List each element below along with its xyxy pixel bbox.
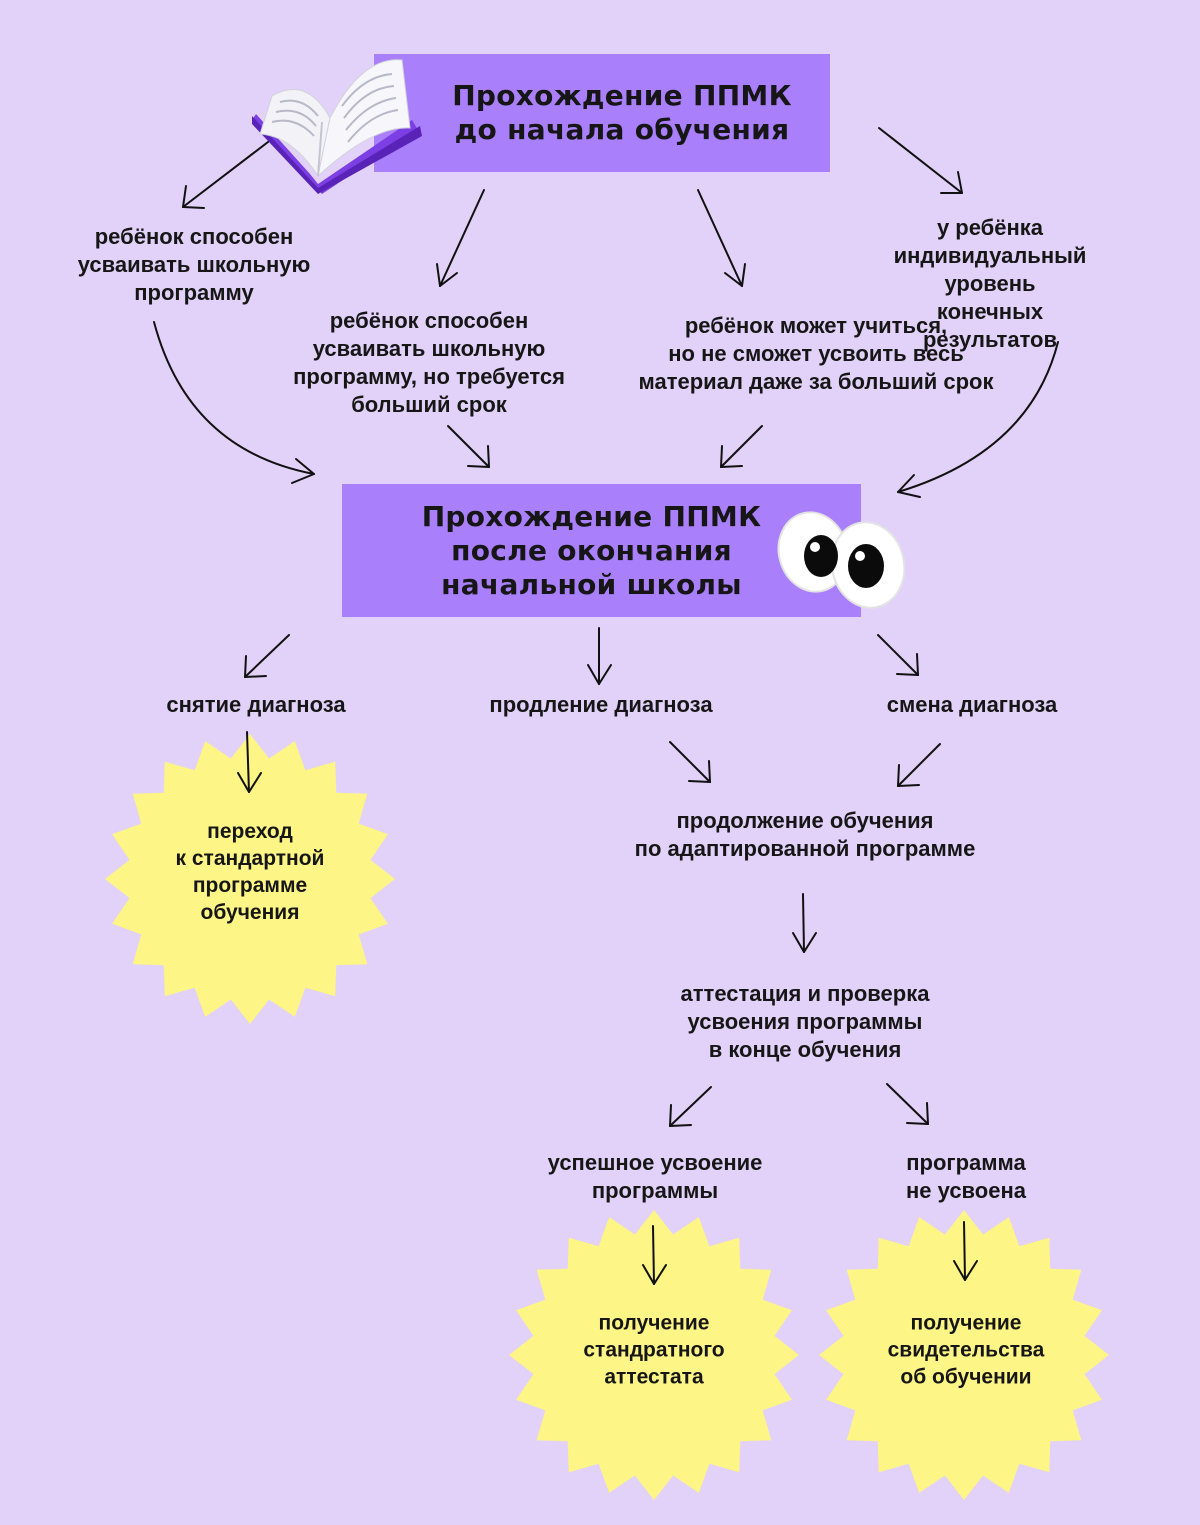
continue-adapted-program: продолжение обучения по адаптированной п…	[634, 808, 976, 861]
arrow-change-to-continue	[897, 743, 941, 787]
arrow-remove-to-transition	[237, 731, 262, 793]
arrow-mid-left-to-middle	[447, 425, 490, 468]
outcome-remove-diagnosis: снятие диагноза	[166, 692, 346, 717]
standard-program-transition: переход к стандартной программе обучения	[175, 820, 325, 924]
starburst-training-certificate	[819, 1210, 1109, 1500]
arrow-assessment-to-not-mastered	[886, 1083, 929, 1125]
arrow-middle-to-extend	[587, 627, 612, 685]
arrow-left-to-middle	[153, 321, 315, 484]
arrow-continue-to-assessment	[792, 893, 817, 953]
middle-box-title: Прохождение ППМК после окончания начальн…	[421, 499, 762, 601]
option-cannot-master: ребёнок может учиться, но не сможет усво…	[638, 313, 994, 394]
arrow-top-to-right	[878, 127, 963, 194]
top-box: Прохождение ППМК до начала обучения	[374, 54, 830, 172]
eyes-icon	[777, 511, 906, 609]
arrow-mid-right-to-middle	[720, 425, 763, 468]
program-mastered: успешное усвоение программы	[547, 1150, 763, 1203]
arrow-middle-to-change	[877, 634, 919, 676]
arrow-right-to-middle	[897, 341, 1059, 498]
middle-box: Прохождение ППМК после окончания начальн…	[342, 484, 861, 617]
arrow-top-to-left	[182, 141, 269, 209]
starburst-standard-certificate	[509, 1210, 799, 1500]
outcome-change-diagnosis: смена диагноза	[886, 692, 1058, 717]
arrow-top-to-mid-left	[436, 189, 485, 287]
book-icon	[252, 59, 422, 194]
option-able-standard: ребёнок способен усваивать школьную прог…	[77, 224, 311, 305]
final-assessment: аттестация и проверка усвоения программы…	[680, 981, 930, 1062]
arrow-success-to-standard-certificate	[642, 1225, 667, 1285]
outcome-extend-diagnosis: продление диагноза	[489, 692, 713, 717]
option-individual-level: у ребёнка индивидуальный уровень конечны…	[893, 215, 1087, 352]
arrow-top-to-mid-right	[697, 189, 746, 287]
starburst-standard-transition	[105, 734, 395, 1024]
training-certificate-result: получение свидетельства об обучении	[887, 1311, 1045, 1389]
program-not-mastered: программа не усвоена	[906, 1150, 1026, 1203]
arrow-not-mastered-to-training-certificate	[953, 1221, 978, 1281]
standard-certificate-result: получение стандратного аттестата	[583, 1311, 725, 1389]
top-box-title: Прохождение ППМК до начала обучения	[452, 79, 792, 146]
arrow-assessment-to-success	[669, 1086, 712, 1127]
arrow-middle-to-remove	[244, 634, 290, 678]
arrow-extend-to-continue	[669, 741, 711, 783]
option-able-longer: ребёнок способен усваивать школьную прог…	[293, 308, 565, 417]
